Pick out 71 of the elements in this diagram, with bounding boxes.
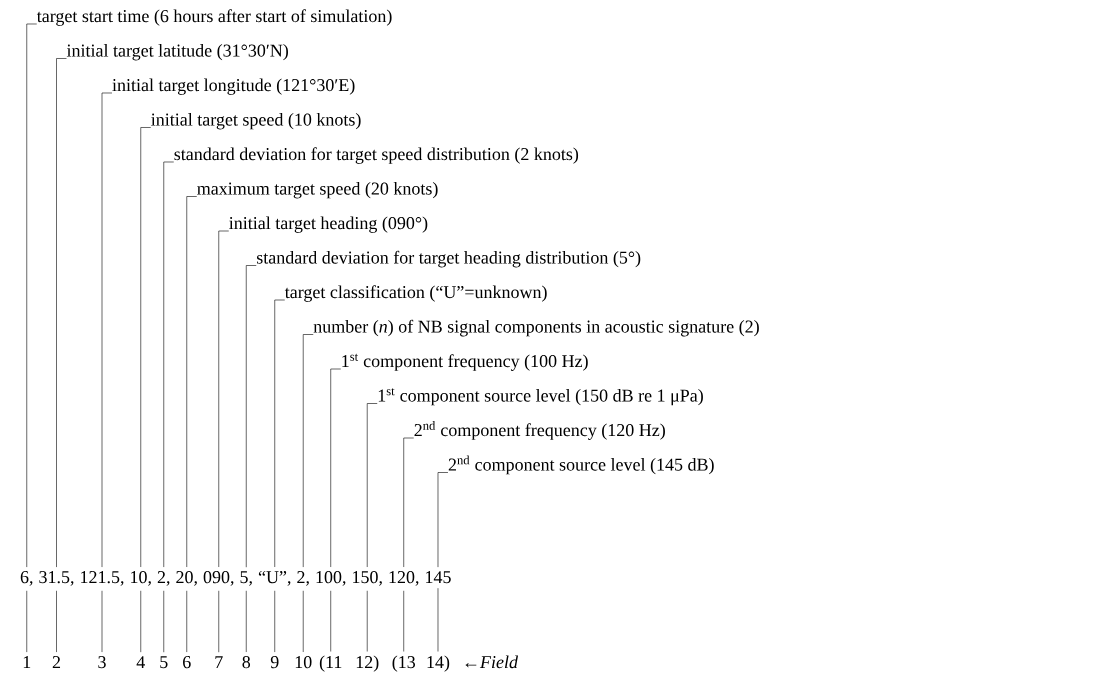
leader-line (26, 23, 38, 568)
value-text: 6, (20, 571, 33, 586)
value-text: 145 (426, 571, 451, 584)
leader-line (245, 590, 247, 653)
field-number: 5 (160, 656, 168, 669)
leader-line (437, 587, 439, 652)
leader-line (218, 590, 220, 653)
field-number: 12) (356, 655, 379, 672)
annotation-text: standard deviation for target heading distribution (5°) (257, 250, 641, 268)
field-number: 7 (215, 656, 223, 668)
value-text: 120, (389, 571, 419, 586)
value-text: “U”, (258, 571, 291, 586)
annotation-text: initial target longitude (121°30′E) (112, 78, 355, 95)
annotation-text: 2$^{nd}$ component frequency (120 Hz) (414, 421, 665, 440)
field-number: 14) (427, 655, 450, 672)
value-text: 2, (157, 571, 170, 586)
leader-line (186, 196, 198, 568)
leader-line (274, 590, 276, 653)
annotation-text: initial target heading (090°) (229, 216, 428, 233)
field-number: 4 (136, 656, 145, 668)
field-number: 1 (23, 656, 31, 668)
leader-line (163, 161, 175, 568)
leader-line (274, 299, 286, 568)
field-number: (13 (392, 655, 416, 672)
annotation-text: target classification (“U”=unknown) (284, 285, 547, 302)
leader-line (56, 58, 67, 568)
annotation-text: 2$^{nd}$ component source level (145 dB) (448, 455, 714, 475)
field-number: (11 (319, 655, 342, 672)
annotation-text: initial target speed (10 knots) (151, 113, 361, 130)
value-text: 31.5, (39, 571, 74, 586)
leader-line (330, 368, 342, 568)
value-text: 150, (353, 571, 382, 586)
leader-line (101, 590, 103, 653)
leader-line (186, 590, 188, 653)
value-text: 121.5, (81, 571, 124, 586)
annotation-text: standard deviation for target speed distribution (2 knots) (174, 147, 579, 164)
leader-line (218, 230, 230, 568)
annotation-text: 1$^{st}$ component source level (150 dB re 1 μPa) (378, 388, 703, 406)
leader-line (245, 265, 257, 568)
leader-line (163, 590, 165, 653)
value-text: 20, (176, 571, 197, 586)
leader-line (437, 472, 449, 568)
field-number: 9 (270, 656, 279, 669)
value-text: 090, (203, 571, 234, 586)
field-number: 2 (52, 656, 60, 668)
leader-line (403, 437, 415, 568)
leader-line (302, 590, 304, 653)
field-number: 10 (295, 656, 312, 669)
field-label: ←Field (465, 655, 519, 669)
value-text: 10, (131, 571, 151, 586)
annotation-text: 1$^{st}$ component frequency (100 Hz) (342, 353, 588, 371)
leader-line (366, 590, 368, 652)
annotation-text: target start time (6 hours after start of simulation) (36, 9, 392, 26)
field-number: 6 (183, 656, 191, 669)
annotation-text: initial target latitude (31°30′N) (66, 44, 288, 61)
leader-line (26, 590, 28, 653)
leader-line (302, 334, 314, 568)
leader-line (140, 590, 142, 653)
field-number: 3 (98, 656, 106, 669)
field-number: 8 (242, 656, 251, 669)
leader-line (101, 92, 113, 568)
annotation-text: number (n) of NB signal components in acoustic signature (2) (313, 319, 759, 337)
value-text: 5, (240, 571, 252, 586)
leader-line (56, 590, 57, 653)
leader-line (403, 590, 405, 652)
leader-line (366, 403, 378, 568)
value-text: 100, (316, 571, 346, 586)
leader-line (330, 590, 332, 652)
annotation-text: maximum target speed (20 knots) (197, 182, 438, 199)
value-text: 2, (297, 571, 309, 586)
leader-line (140, 127, 152, 568)
